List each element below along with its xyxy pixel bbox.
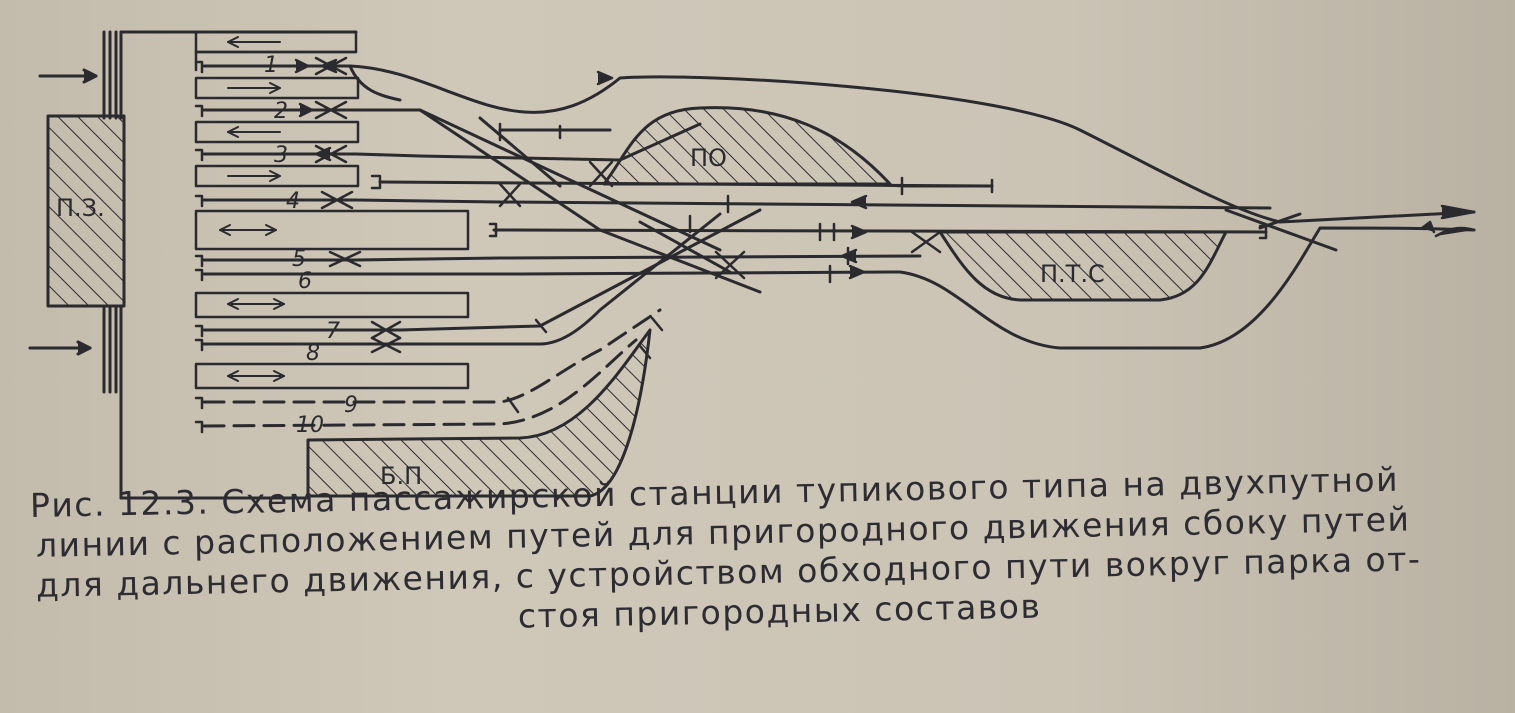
station-building [46,114,126,308]
switch-marks [314,56,942,414]
platforms [194,30,470,390]
platform-arrows [219,36,285,382]
track-label-10: 10 [296,413,324,438]
technical-station-label: П.Т.С [1040,260,1105,288]
track-label-8: 8 [306,341,320,366]
passenger-depot-area [602,106,892,186]
track-label-1: 1 [264,53,278,78]
station-diagram: 1 2 3 4 5 6 7 8 9 10 П.З. ПО П.Т.С Б.П [28,30,1476,500]
track-label-6: 6 [298,269,312,294]
track-label-2: 2 [274,99,288,124]
entry-arrow-upper [38,68,98,84]
track-label-5: 5 [292,247,306,272]
building-wall-lines [102,30,358,500]
track-label-9: 9 [344,393,358,418]
passenger-depot-label: ПО [690,144,727,172]
technical-station-area [938,230,1228,302]
track-buffers [194,60,1268,434]
station-building-label: П.З. [56,194,105,222]
luggage-area [306,328,652,498]
figure-caption: Рис. 12.3. Схема пассажирской станции ту… [30,460,1470,646]
track-label-3: 3 [274,143,288,168]
track-lines [202,64,1476,350]
track-arrows [294,58,1476,280]
track-label-7: 7 [326,319,340,344]
entry-arrow-lower [28,340,92,356]
track-label-4: 4 [286,189,300,214]
luggage-area-label: Б.П [380,462,422,490]
dashed-tracks [202,308,662,428]
